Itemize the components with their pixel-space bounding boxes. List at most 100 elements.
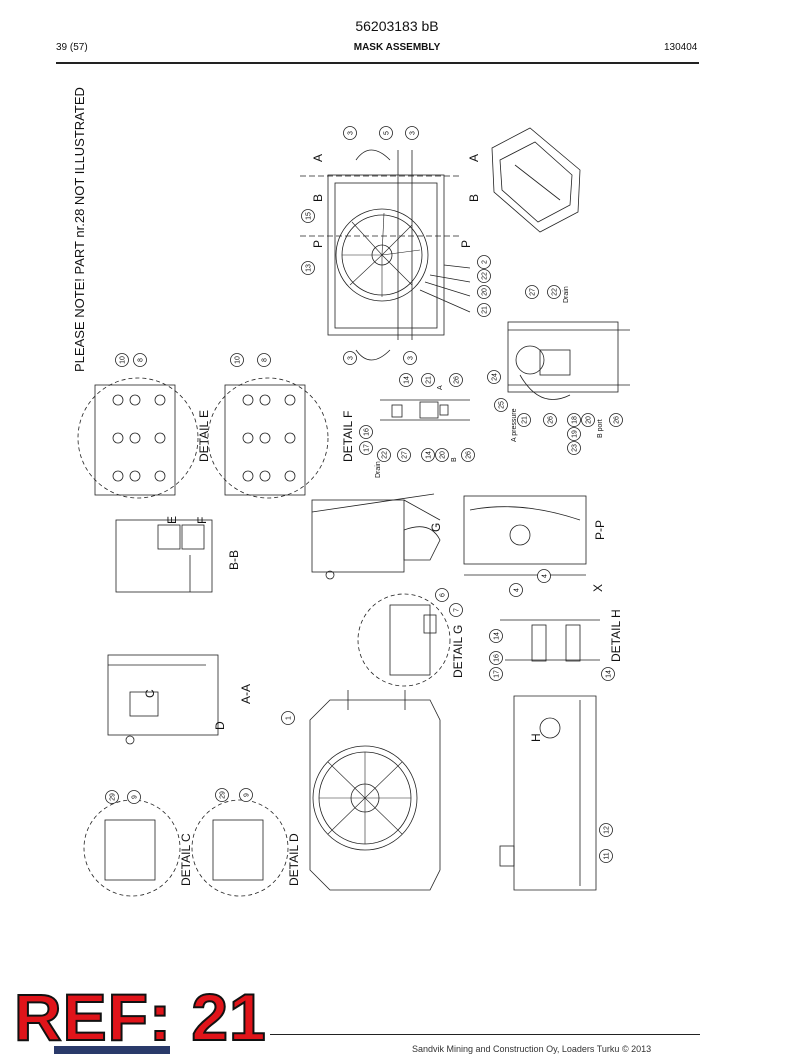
bolt-icon (284, 394, 296, 406)
callout-top-view-3: 3 (405, 126, 419, 140)
callout-top-view-2: 5 (379, 126, 393, 140)
callout-number: 23 (572, 444, 579, 452)
section-marker-a-top2: A (467, 154, 481, 162)
callout-number: 13 (306, 264, 313, 272)
callout-number: 1 (286, 716, 293, 720)
callout-detail-f-1: 14 (399, 373, 413, 387)
callout-detail-e-2: 8 (133, 353, 147, 367)
section-marker-b-top2: B (467, 194, 481, 202)
isometric-view (491, 127, 581, 233)
section-marker-x: X (591, 584, 605, 592)
bolt-icon (259, 394, 271, 406)
callout-top-view-10: 3 (343, 351, 357, 365)
bolt-icon (112, 394, 124, 406)
section-marker-h: H (529, 733, 543, 742)
section-marker-a-top: A (311, 154, 325, 162)
detail-h-label: DETAIL H (609, 609, 623, 662)
callout-number: 8 (138, 358, 145, 362)
section-marker-f: F (195, 517, 209, 524)
header-divider (56, 62, 699, 64)
a-pressure-label: A pressure (511, 408, 518, 442)
section-marker-p-top2: P (459, 240, 473, 248)
bolt-icon (284, 432, 296, 444)
bolt-icon (242, 432, 254, 444)
note-text: PLEASE NOTE! PART nr.28 NOT ILLUSTRATED (72, 87, 87, 372)
callout-hose-view-10: 19 (567, 427, 581, 441)
callout-hose-view-5: 21 (517, 413, 531, 427)
callout-detail-f-10: 26 (461, 448, 475, 462)
page-indicator: 39 (57) (56, 42, 88, 53)
callout-number: 10 (120, 356, 127, 364)
callout-number: 26 (614, 416, 621, 424)
callout-number: 5 (384, 131, 391, 135)
callout-number: 15 (306, 212, 313, 220)
callout-hose-view-2: 22 (547, 285, 561, 299)
callout-number: 12 (604, 826, 611, 834)
callout-detail-c-2: 9 (127, 790, 141, 804)
callout-detail-f-7: 27 (397, 448, 411, 462)
bolt-icon (154, 394, 166, 406)
callout-hose-view-8: 20 (581, 413, 595, 427)
detail-f-label: DETAIL F (341, 411, 355, 462)
callout-top-view-9: 21 (477, 303, 491, 317)
section-marker-p-top: P (311, 240, 325, 248)
callout-number: 14 (606, 670, 613, 678)
callout-detail-h-2: 4 (537, 569, 551, 583)
detail-f-view (380, 399, 470, 421)
callout-detail-h-4: 16 (489, 651, 503, 665)
callout-detail-f-9: 20 (435, 448, 449, 462)
callout-front-view-2: 12 (599, 823, 613, 837)
section-marker-c: C (143, 689, 157, 698)
callout-detail-h-5: 17 (489, 667, 503, 681)
callout-number: 14 (494, 632, 501, 640)
callout-detail-h-1: 4 (509, 583, 523, 597)
callout-number: 21 (482, 306, 489, 314)
callout-detail-f-6: 22 (377, 448, 391, 462)
callout-number: 27 (402, 451, 409, 459)
callout-detail-e-4: 8 (257, 353, 271, 367)
callout-detail-c-1: 29 (105, 790, 119, 804)
callout-detail-g-2: 7 (449, 603, 463, 617)
callout-detail-f-3: 26 (449, 373, 463, 387)
callout-detail-h-6: 14 (601, 667, 615, 681)
callout-hose-view-9: 23 (567, 441, 581, 455)
callout-front-view-1: 1 (281, 711, 295, 725)
callout-hose-view-7: 18 (567, 413, 581, 427)
callout-number: 10 (235, 356, 242, 364)
callout-number: 19 (572, 430, 579, 438)
bolt-icon (242, 470, 254, 482)
section-marker-b-top: B (311, 194, 325, 202)
callout-number: 14 (404, 376, 411, 384)
callout-number: 9 (244, 793, 251, 797)
callout-hose-view-6: 26 (543, 413, 557, 427)
b-port-label: B port (597, 419, 604, 438)
bolt-icon (154, 470, 166, 482)
callout-number: 4 (542, 574, 549, 578)
detail-e-view (77, 377, 329, 499)
callout-detail-g-1: 6 (435, 588, 449, 602)
bolt-icon (154, 432, 166, 444)
detail-d-label: DETAIL D (287, 833, 301, 886)
callout-number: 11 (604, 852, 611, 859)
bolt-icon (259, 432, 271, 444)
callout-number: 22 (482, 272, 489, 280)
callout-top-view-4: 15 (301, 209, 315, 223)
aa-section-label: A-A (239, 684, 253, 704)
callout-number: 7 (454, 608, 461, 612)
callout-number: 27 (530, 288, 537, 296)
detail-e-label: DETAIL E (197, 410, 211, 462)
port-label-b-f: B (451, 457, 458, 462)
callout-number: 3 (348, 356, 355, 360)
callout-detail-d-2: 9 (239, 788, 253, 802)
bolt-icon (112, 432, 124, 444)
bolt-icon (242, 394, 254, 406)
bb-section-label: B-B (227, 550, 241, 570)
callout-number: 3 (408, 356, 415, 360)
callout-number: 6 (440, 593, 447, 597)
callout-number: 22 (382, 451, 389, 459)
document-date: 130404 (664, 42, 698, 53)
callout-hose-view-11: 26 (609, 413, 623, 427)
callout-number: 20 (586, 416, 593, 424)
